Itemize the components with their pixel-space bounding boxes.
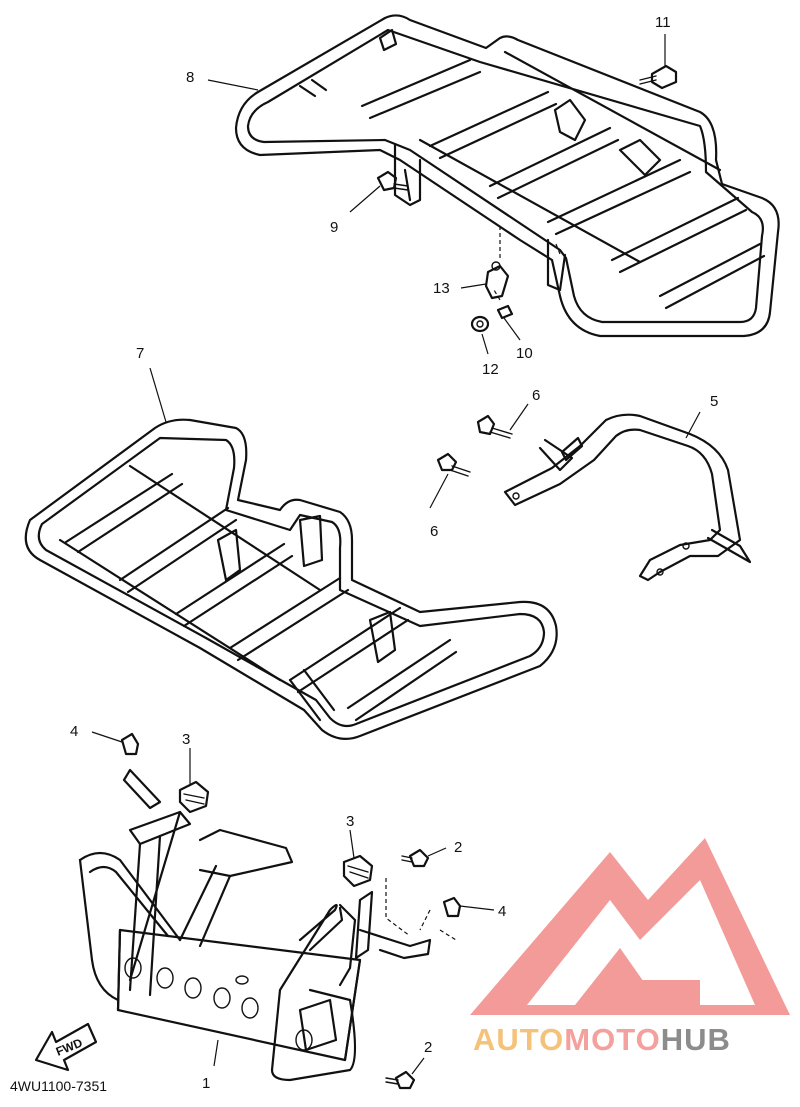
grommet-part-3-lower (342, 854, 374, 888)
rear-carrier-part-8 (234, 14, 780, 338)
callout-4: 4 (70, 723, 78, 740)
bracket-part-5 (503, 413, 752, 582)
watermark-text: AUTOMOTOHUB (473, 1022, 731, 1058)
bolt-part-11 (639, 64, 678, 90)
clip-part-13 (484, 261, 510, 300)
callout-5: 5 (710, 393, 718, 410)
callout-2: 2 (424, 1039, 432, 1056)
watermark-part-moto: MOTO (564, 1022, 661, 1057)
callout-3: 3 (346, 813, 354, 830)
callout-3: 3 (182, 731, 190, 748)
callout-8: 8 (186, 69, 194, 86)
watermark-part-auto: AUTO (473, 1022, 565, 1057)
callout-11: 11 (655, 14, 671, 31)
watermark-part-hub: HUB (660, 1022, 731, 1057)
callout-6: 6 (532, 387, 540, 404)
callout-13: 13 (433, 280, 450, 297)
callout-10: 10 (516, 345, 533, 362)
front-guard-part-1 (78, 768, 432, 1082)
fwd-label: FWD (54, 1035, 85, 1058)
callout-6: 6 (430, 523, 438, 540)
bolt-part-6-upper (476, 414, 513, 439)
fwd-arrow-icon: FWD (34, 1022, 98, 1072)
bolt-part-2-lower (385, 1070, 416, 1090)
front-carrier-part-7 (24, 418, 558, 741)
bolt-part-2-upper (401, 848, 430, 868)
callout-1: 1 (202, 1075, 210, 1092)
leader-lines (91, 34, 701, 1075)
pin-part-10 (496, 304, 514, 320)
cap-part-4-lower (442, 896, 462, 918)
callout-2: 2 (454, 839, 462, 856)
nut-part-12 (470, 315, 490, 333)
callout-4: 4 (498, 903, 506, 920)
assembly-line (419, 226, 501, 931)
callout-9: 9 (330, 219, 338, 236)
callout-7: 7 (136, 345, 144, 362)
grommet-part-3-upper (178, 780, 210, 814)
bolt-part-6-lower (436, 452, 471, 477)
diagram-code: 4WU1100-7351 (10, 1078, 108, 1094)
cap-part-4-upper (120, 732, 140, 756)
assembly-line (385, 243, 561, 941)
watermark-logo (470, 838, 790, 1015)
callout-12: 12 (482, 361, 499, 378)
bolt-part-9 (376, 170, 409, 192)
